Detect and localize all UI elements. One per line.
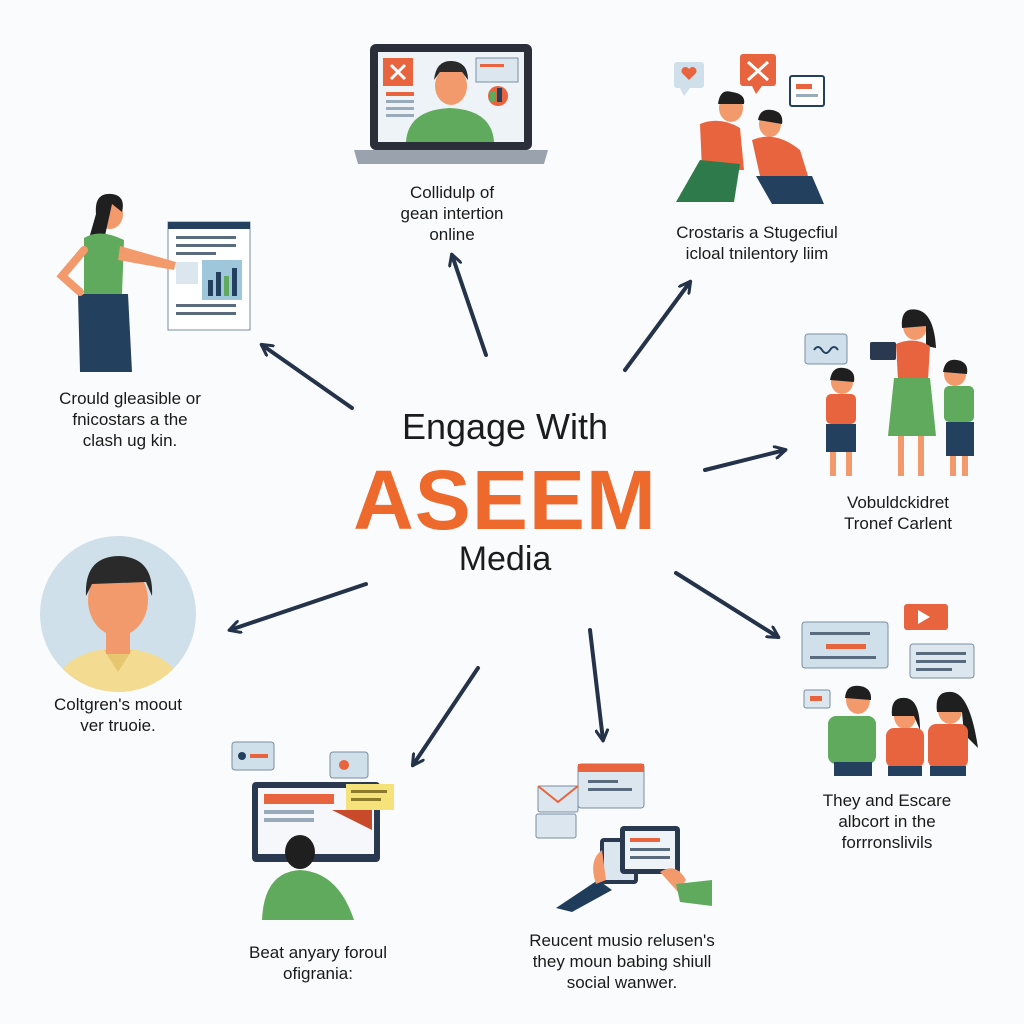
arrows: [230, 255, 785, 765]
laptop-video-call-icon: [354, 44, 548, 164]
family-group-icon: [804, 309, 974, 476]
caption-top-right: Crostaris a Stugecfiul icloal tnilentory…: [676, 223, 838, 263]
center-subtitle: Engage With: [401, 406, 609, 447]
monitor-user-icon: [231, 741, 394, 920]
tablet-hands-icon: [535, 763, 712, 912]
arrow-to-bottom: [588, 628, 603, 740]
profile-avatar-icon: [40, 536, 196, 692]
caption-upper-left: Crould gleasible or fnicostars a the cla…: [59, 389, 201, 450]
center-tagline: Media: [458, 540, 552, 578]
people-chatting-icon: [674, 54, 825, 204]
arrow-to-bottom-left: [413, 666, 480, 765]
arrow-to-top-right: [623, 282, 690, 372]
caption-bottom-left: Beat anyary foroul ofigrania:: [249, 943, 387, 983]
arrow-to-lower-right: [674, 571, 778, 637]
arrow-to-right: [703, 450, 785, 472]
arrow-to-left: [230, 582, 368, 630]
presenter-icon: [56, 193, 251, 372]
caption-bottom: Reucent musio relusen's they moun babing…: [529, 931, 715, 992]
caption-right: Vobuldckidret Tronef Carlent: [843, 493, 953, 533]
brand-title: ASEEM: [353, 453, 657, 547]
caption-top: Collidulp of gean intertion online: [400, 183, 504, 244]
caption-left: Coltgren's moout ver truoie.: [54, 695, 182, 735]
caption-lower-right: They and Escare albcort in the forrronsl…: [822, 791, 952, 852]
group-chat-icon: [801, 604, 978, 776]
arrow-to-top: [452, 255, 488, 357]
arrow-to-upper-left: [262, 345, 354, 410]
